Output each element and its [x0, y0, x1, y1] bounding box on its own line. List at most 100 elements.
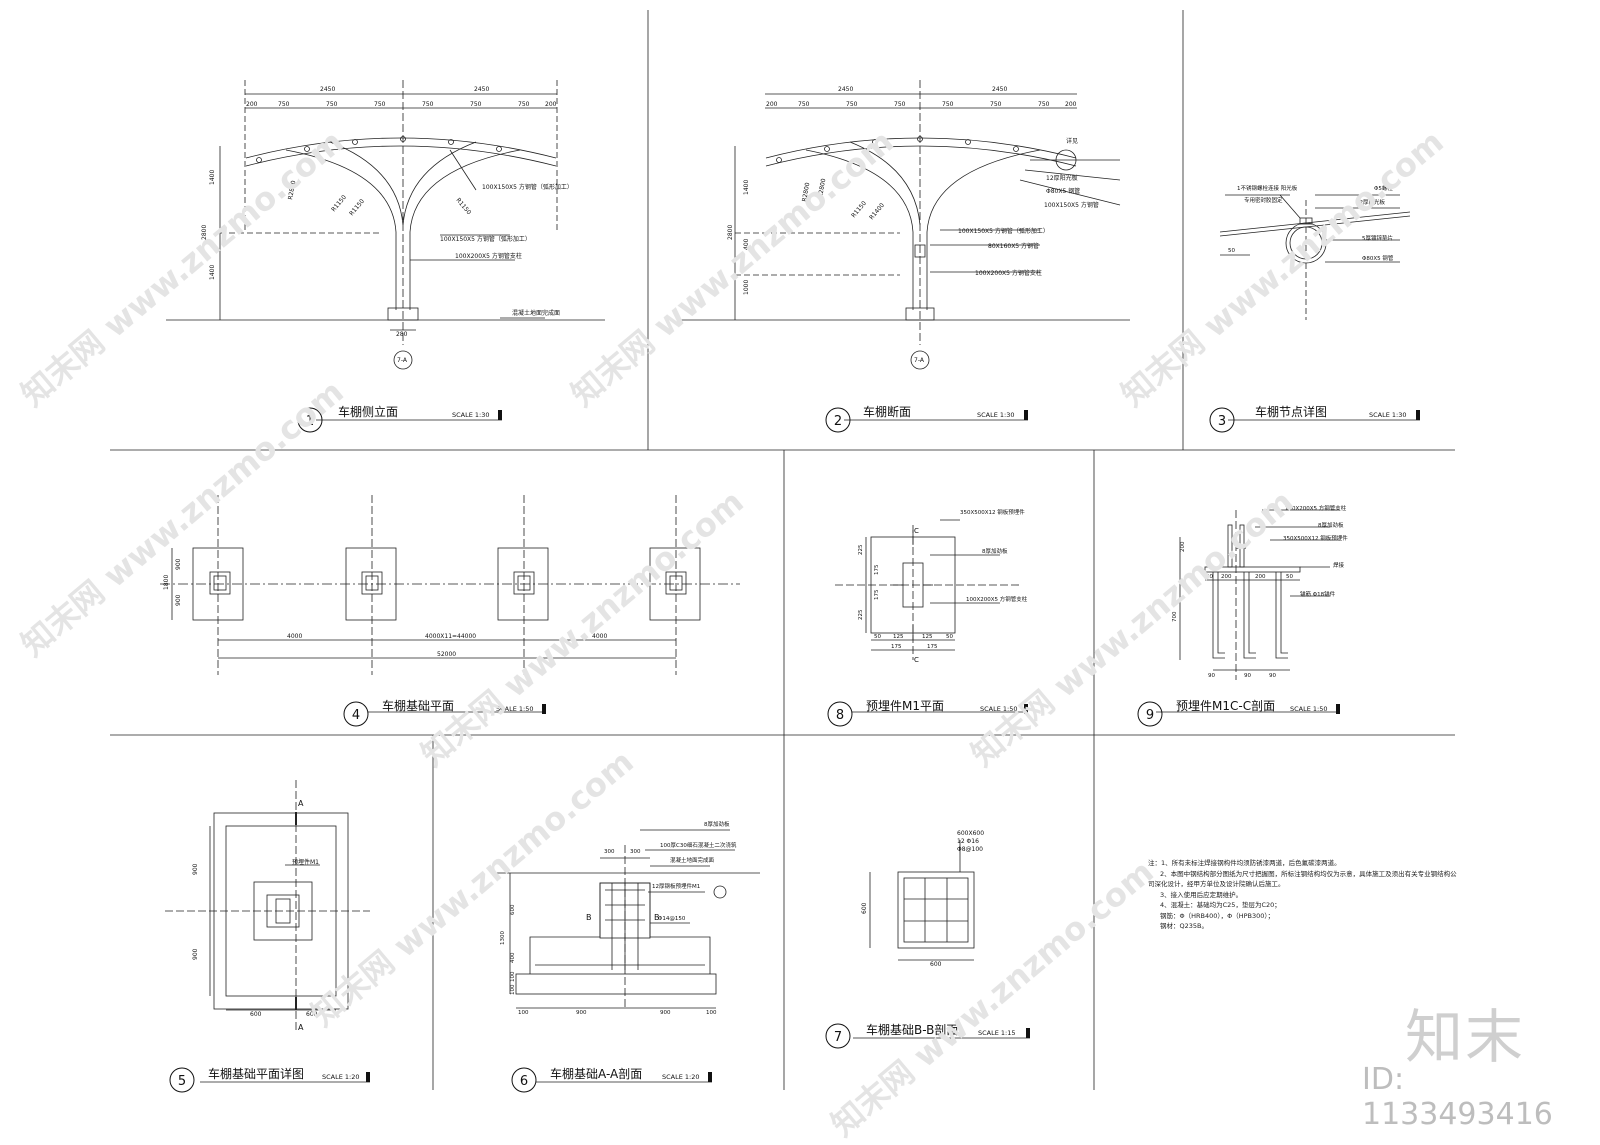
- scale-label: SCALE 1:15: [978, 1029, 1016, 1037]
- brand-logo: 知末: [1405, 1003, 1526, 1071]
- axis-label: 7-A: [397, 357, 408, 364]
- dim-label: 200: [545, 101, 557, 108]
- member-label: 12厚钢板预埋件M1: [652, 882, 700, 890]
- panel-number: 9: [1146, 708, 1154, 723]
- note-line: 4、混凝土：基础均为C25，垫层为C20；: [1160, 901, 1281, 909]
- panel-number: 3: [1218, 414, 1226, 429]
- dim-label: 52000: [437, 651, 456, 658]
- node-label: 专用密封胶固定: [1244, 196, 1283, 204]
- dim-label: 200: [1180, 541, 1186, 552]
- radius-label: R2800: [287, 180, 297, 201]
- panel-title: 车棚侧立面: [338, 404, 398, 419]
- dim-label: 2800: [727, 225, 734, 240]
- member-label: 焊接: [1333, 561, 1345, 569]
- note-line: 2、本图中钢结构部分图纸为尺寸把握图，所标注钢结构均仅为示意，具体施工及须出有关…: [1160, 869, 1457, 878]
- dim-label: 1400: [209, 265, 216, 280]
- scale-label: SCALE 1:50: [496, 705, 534, 713]
- dim-label: 50: [1286, 574, 1293, 580]
- dim-label: 100: [706, 1010, 717, 1016]
- canopy-section: [680, 80, 1130, 370]
- cut-label: C: [914, 656, 919, 664]
- dim-label: 750: [1038, 101, 1050, 108]
- dim-label: 750: [518, 101, 530, 108]
- scale-label: SCALE 1:20: [662, 1073, 700, 1081]
- dim-label: 900: [660, 1010, 671, 1016]
- node-label: 1不锈钢螺栓连接 阳光板: [1237, 184, 1298, 192]
- dim-label: 2450: [320, 86, 335, 93]
- dim-label: 200: [1065, 101, 1077, 108]
- member-label: 100X200X5 方钢管支柱: [455, 252, 522, 260]
- image-id: ID: 1133493416: [1362, 1062, 1553, 1132]
- node-label: 12厚阳光板: [1356, 198, 1385, 206]
- member-label: 350X500X12 钢板预埋件: [960, 508, 1025, 516]
- foundation-detail-plan: [165, 780, 370, 1030]
- panel-title: 车棚基础平面: [382, 698, 454, 713]
- radius-label: R2800: [801, 182, 811, 203]
- dim-label: 2450: [992, 86, 1007, 93]
- dim-label: 200: [766, 101, 778, 108]
- dim-label: 400: [743, 238, 750, 250]
- dim-label: 225: [858, 609, 864, 620]
- note-line: 3、接入使用后应定期维护。: [1160, 890, 1243, 899]
- dim-label: 4000: [592, 633, 607, 640]
- note-line: 钢材：Q235B。: [1160, 922, 1208, 930]
- canopy-elevation: [166, 80, 605, 370]
- dim-label: 2450: [838, 86, 853, 93]
- dim-label: 1400: [743, 180, 750, 195]
- panel-title: 车棚基础平面详图: [208, 1066, 304, 1081]
- dim-label: 90: [1208, 673, 1215, 679]
- dim-label: 300: [604, 849, 615, 855]
- cut-label: B: [586, 913, 592, 922]
- dim-label: 4000: [287, 633, 302, 640]
- dim-label: 280: [396, 331, 408, 338]
- cut-label: B: [654, 913, 660, 922]
- dim-label: 500: [1236, 545, 1247, 551]
- radius-label: R1150: [454, 197, 472, 217]
- panel-title: 预埋件M1C-C剖面: [1176, 699, 1275, 713]
- m1-section: [1179, 509, 1340, 680]
- scale-label: SCALE 1:30: [977, 411, 1015, 419]
- radius-label: R1400: [868, 202, 886, 222]
- dim-label: 900: [175, 558, 182, 570]
- m1-plan: [835, 519, 1020, 660]
- member-label: 8厚加劲板: [982, 547, 1008, 555]
- dim-label: 750: [374, 101, 386, 108]
- dim-label: 175: [891, 644, 902, 650]
- member-label: 350X500X12 钢板预埋件: [1283, 534, 1348, 542]
- dim-label: 600: [250, 1011, 262, 1018]
- dim-label: 2800: [201, 225, 208, 240]
- dim-label: 4000X11=44000: [425, 633, 476, 640]
- member-label: 12厚阳光板: [1046, 174, 1078, 182]
- dim-label: 100: [510, 971, 516, 982]
- dim-label: 600: [306, 1011, 318, 1018]
- dim-label: 750: [846, 101, 858, 108]
- dim-label: 900: [192, 948, 199, 960]
- member-label: Φ14@150: [658, 916, 686, 922]
- dim-label: 400: [510, 952, 516, 963]
- dim-label: 100: [518, 1010, 529, 1016]
- member-label: 100X150X5 方钢管（弧形加工）: [482, 183, 573, 191]
- dim-label: 175: [927, 644, 938, 650]
- node-detail: [1219, 194, 1411, 320]
- dim-label: 750: [990, 101, 1002, 108]
- panel-number: 2: [834, 414, 842, 429]
- cut-label: C: [914, 527, 919, 535]
- member-label: 100X200X5 方钢管支柱: [975, 269, 1042, 277]
- panel-number: 5: [178, 1074, 186, 1089]
- member-label: 混凝土地面完成面: [670, 856, 715, 864]
- general-notes: 注：1、所有未标注焊接钢构件均须防锈漆两道，后色氟碳漆两道。 2、本图中钢结构部…: [1148, 858, 1457, 932]
- dim-label: 750: [326, 101, 338, 108]
- radius-label: R1150: [330, 194, 348, 214]
- note-line: 注：1、所有未标注焊接钢构件均须防锈漆两道，后色氟碳漆两道。: [1148, 859, 1341, 867]
- dim-label: 175: [874, 589, 880, 600]
- dim-label: 50: [1206, 574, 1213, 580]
- radius-label: R1150: [348, 198, 366, 218]
- panel-title: 车棚断面: [863, 404, 911, 419]
- member-label: 预埋件M1: [292, 858, 319, 866]
- dim-label: 900: [192, 863, 199, 875]
- scale-label: SCALE 1:20: [322, 1073, 360, 1081]
- dim-label: 200: [1221, 574, 1232, 580]
- ground-label: 混凝土地面完成面: [512, 309, 560, 317]
- dim-label: 225: [858, 544, 864, 555]
- dim-label: 750: [422, 101, 434, 108]
